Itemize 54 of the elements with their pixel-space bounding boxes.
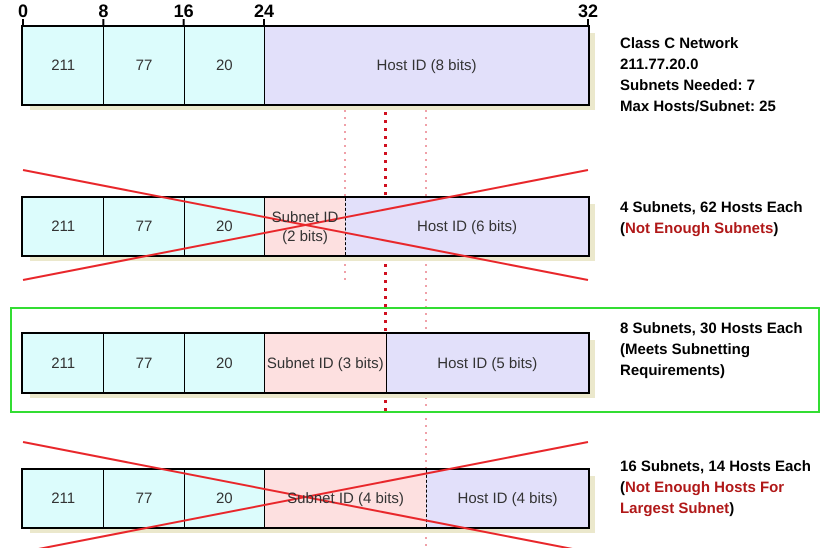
cell-text: 77 bbox=[136, 217, 152, 236]
cell-text: 20 bbox=[216, 489, 233, 508]
bit-field-cell bbox=[23, 198, 104, 255]
row-description: (Not Enough Hosts For Largest Subnet) bbox=[620, 478, 786, 519]
row-description: 211.77.20.0 bbox=[620, 55, 700, 75]
bit-field-cell bbox=[23, 334, 104, 392]
cell-text: Host ID (4 bits) bbox=[457, 489, 558, 508]
bit-field-cell bbox=[103, 198, 184, 255]
address-bar bbox=[21, 332, 590, 394]
bit-position-label: 16 bbox=[174, 2, 194, 20]
cell-text: Host ID (6 bits) bbox=[416, 217, 518, 236]
row-description: 8 Subnets, 30 Hosts Each bbox=[620, 319, 804, 339]
cell-text: Host ID (8 bits) bbox=[376, 56, 477, 75]
cell-text: 77 bbox=[136, 56, 152, 75]
bit-position-label: 8 bbox=[98, 2, 108, 20]
cell-text: Subnet ID (3 bits) bbox=[266, 354, 384, 372]
bit-position-label: 32 bbox=[578, 2, 598, 20]
bit-field-cell bbox=[184, 334, 264, 392]
cell-text: 20 bbox=[216, 217, 233, 236]
bit-field-cell bbox=[23, 470, 104, 527]
bit-field-cell bbox=[184, 198, 264, 255]
bit-field-cell bbox=[184, 27, 264, 104]
bit-field-cell bbox=[264, 27, 588, 104]
row-description: (Not Enough Subnets) bbox=[620, 219, 780, 239]
bit-field-cell bbox=[264, 470, 426, 527]
bit-field-cell bbox=[426, 470, 588, 527]
bit-field-cell bbox=[103, 470, 184, 527]
row-description: 4 Subnets, 62 Hosts Each bbox=[620, 198, 804, 218]
cell-text: 77 bbox=[136, 489, 152, 508]
cell-text: 211 bbox=[51, 489, 76, 508]
row-description: Subnets Needed: 7 bbox=[620, 76, 756, 96]
cell-text: 211 bbox=[51, 217, 76, 236]
bit-field-cell bbox=[264, 334, 386, 392]
cell-text: Host ID (5 bits) bbox=[437, 354, 538, 372]
bit-position-label: 24 bbox=[254, 2, 274, 20]
bit-field-cell bbox=[184, 470, 264, 527]
row-description: 16 Subnets, 14 Hosts Each bbox=[620, 457, 812, 477]
bit-field-cell bbox=[386, 334, 588, 392]
cell-text: 20 bbox=[216, 56, 233, 75]
bit-field-cell bbox=[103, 27, 184, 104]
cell-text: 211 bbox=[51, 56, 76, 75]
bit-position-label: 0 bbox=[18, 2, 28, 20]
bit-field-cell bbox=[264, 198, 345, 255]
cell-text: 77 bbox=[136, 354, 152, 372]
row-description: (Meets Subnetting Requirements) bbox=[620, 340, 751, 381]
cell-text: 20 bbox=[216, 354, 233, 372]
row-description: Class C Network bbox=[620, 34, 740, 54]
bit-field-cell bbox=[103, 334, 184, 392]
cell-text: 211 bbox=[51, 354, 76, 372]
row-description: Max Hosts/Subnet: 25 bbox=[620, 97, 777, 117]
bit-field-cell bbox=[345, 198, 588, 255]
address-bar bbox=[21, 25, 590, 106]
bit-field-cell bbox=[23, 27, 104, 104]
highlight-frame bbox=[10, 307, 820, 413]
